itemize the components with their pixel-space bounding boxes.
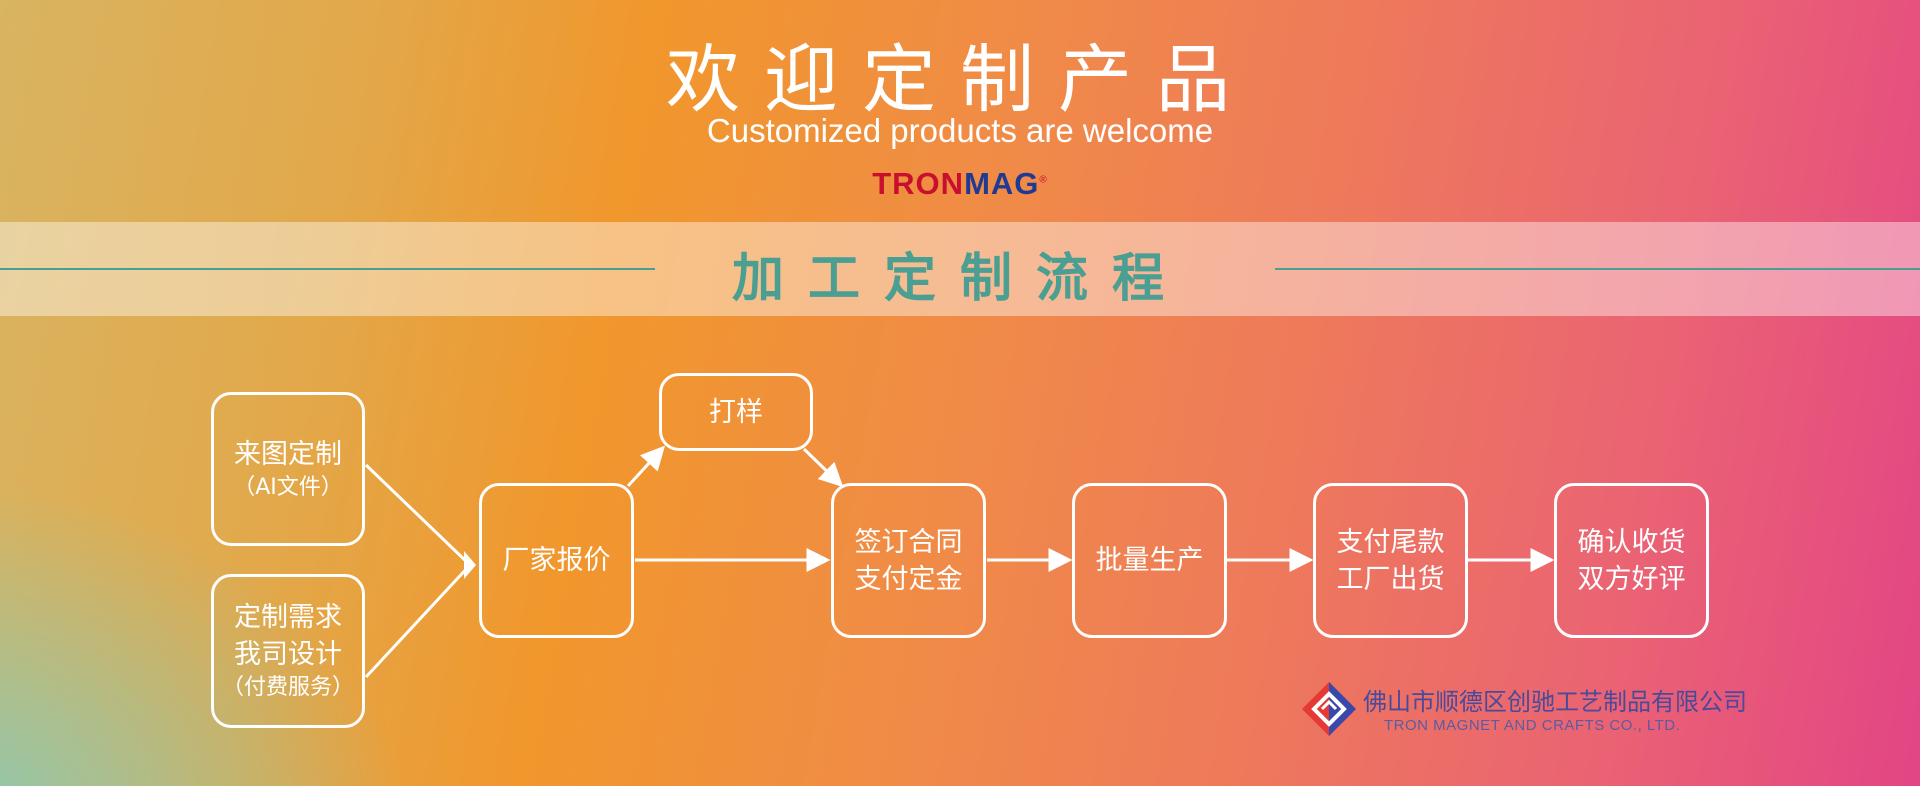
step-drawing-custom-title: 来图定制 [234, 438, 342, 470]
section-title: 加工定制流程 [731, 249, 1188, 309]
step-design-service-line1: 定制需求 [234, 602, 342, 633]
connector-input1-merge [364, 463, 472, 567]
connector-input2-merge [364, 563, 472, 679]
page-title-zh: 欢迎定制产品 [666, 37, 1254, 123]
tron-diamond-logo-icon [1302, 682, 1356, 736]
step-design-service-line2: 我司设计 [234, 639, 342, 670]
band-divider-left [0, 268, 655, 270]
step-contract-deposit: 签订合同 支付定金 [831, 483, 986, 638]
step-mass-production: 批量生产 [1072, 483, 1227, 638]
step-payment-line2: 工厂出货 [1336, 563, 1445, 595]
step-sample-label: 打样 [709, 396, 763, 428]
step-quote-label: 厂家报价 [502, 545, 611, 576]
connector-quote-sample [626, 445, 666, 488]
company-name-zh: 佛山市顺德区创驰工艺制品有限公司 [1363, 688, 1747, 716]
step-confirm-line2: 双方好评 [1577, 563, 1686, 595]
step-drawing-custom-note: （AI文件） [233, 474, 343, 500]
step-sample: 打样 [659, 373, 813, 451]
brand-logo: TRONMAG® [0, 166, 1920, 202]
step-final-payment-shipping: 支付尾款 工厂出货 [1313, 483, 1468, 638]
step-mass-production-label: 批量生产 [1095, 545, 1204, 576]
company-name-en: TRON MAGNET AND CRAFTS CO., LTD. [1384, 717, 1681, 734]
step-confirm-review: 确认收货 双方好评 [1554, 483, 1709, 638]
step-design-service: 定制需求 我司设计 （付费服务） [211, 574, 365, 728]
band-divider-right [1275, 268, 1920, 270]
step-drawing-custom: 来图定制 （AI文件） [211, 392, 365, 546]
brand-logo-part1: TRON [872, 166, 965, 201]
step-quote: 厂家报价 [479, 483, 634, 638]
registered-mark: ® [1039, 174, 1048, 186]
step-design-service-note: （付费服务） [221, 675, 354, 700]
step-contract-line1: 签订合同 [854, 526, 963, 558]
brand-logo-part2: MAG [964, 166, 1040, 201]
step-contract-line2: 支付定金 [854, 563, 963, 595]
step-payment-line1: 支付尾款 [1336, 526, 1445, 558]
page-title-en: Customized products are welcome [706, 112, 1214, 149]
merge-arrow-tip [464, 551, 476, 579]
step-confirm-line1: 确认收货 [1577, 526, 1686, 558]
connector-sample-contract [802, 447, 844, 488]
